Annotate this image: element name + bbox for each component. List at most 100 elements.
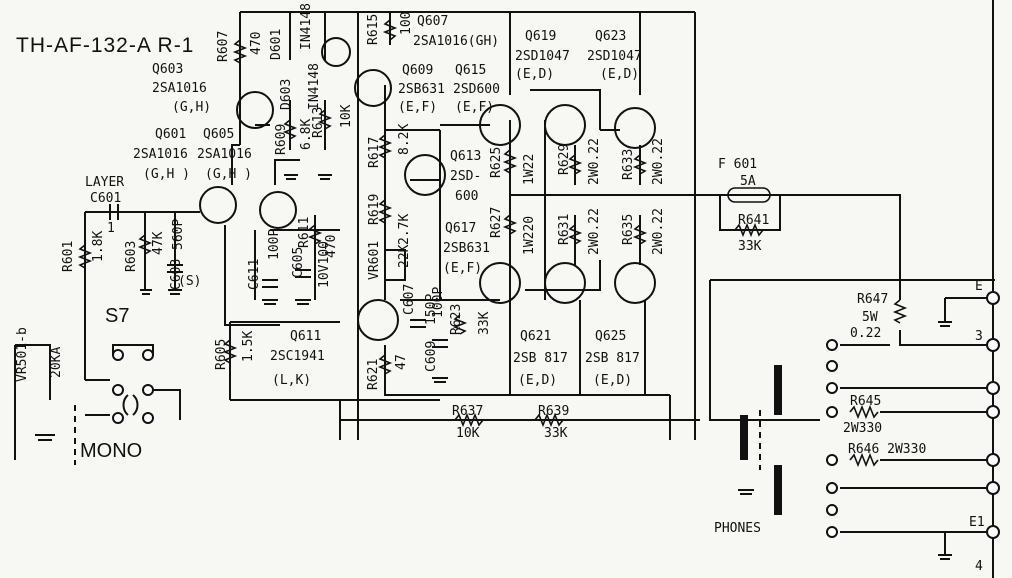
- q601-grade: (G,H ): [143, 167, 190, 182]
- q605-symbol: [259, 191, 297, 229]
- r639-value: 33K: [544, 426, 568, 441]
- s7-label: S7: [105, 305, 129, 327]
- r641-symbol: [734, 222, 764, 238]
- r617-value: 8.2K: [397, 124, 412, 155]
- r635-value: 2W0.22: [651, 208, 666, 255]
- r627-label: R627: [489, 207, 504, 238]
- q611-label: Q611: [290, 329, 321, 344]
- r619-value: 2.7K: [397, 214, 412, 245]
- r631-symbol: [567, 224, 583, 245]
- r609-label: R609: [274, 124, 289, 155]
- q609-type: 2SB631: [398, 82, 445, 97]
- r607-value: 470: [249, 32, 264, 55]
- r621-label: R621: [366, 359, 381, 390]
- vr601-label: VR601: [367, 241, 382, 280]
- r633-label: R633: [621, 149, 636, 180]
- r611-value: 470: [324, 235, 339, 258]
- q605-label: Q605: [203, 127, 234, 142]
- r635-symbol: [632, 224, 648, 245]
- c605-symbol: [295, 269, 311, 278]
- terminal-circles: [112, 291, 1000, 539]
- r623-value: 33K: [477, 311, 492, 335]
- r646-label: R646 2W330: [848, 442, 926, 457]
- r601-value: 1.8K: [91, 231, 106, 262]
- d603-value: IN4148: [307, 63, 322, 110]
- c607-value: 150P: [424, 294, 439, 325]
- c607-symbol: [410, 319, 426, 328]
- f601-value: 5A: [740, 174, 756, 189]
- q621-grade: (E,D): [518, 373, 557, 388]
- r619-symbol: [377, 199, 393, 224]
- c603-grade: (S): [178, 274, 201, 289]
- c601-label: C601: [90, 191, 121, 206]
- r627-symbol: [502, 214, 518, 235]
- vr501-label: VR501-b: [15, 327, 30, 382]
- c601-value: 1: [107, 221, 115, 236]
- q613-symbol: [404, 154, 446, 196]
- c609-value: 100P: [431, 287, 446, 318]
- r605-symbol: [222, 339, 238, 364]
- c609-label: C609: [424, 341, 439, 372]
- r601-label: R601: [61, 241, 76, 272]
- r645-value: 2W330: [843, 421, 882, 436]
- terminal-3: 3: [975, 329, 983, 344]
- labels: TH-AF-132-A R-1 Q603 2SA1016 (G,H) Q601 …: [15, 3, 985, 574]
- q617-symbol: [479, 262, 521, 304]
- transistor-symbols: [199, 37, 656, 341]
- r623-label: R623: [449, 304, 464, 335]
- r639-label: R639: [538, 404, 569, 419]
- r603-label: R603: [124, 241, 139, 272]
- c611-label: C611: [247, 259, 262, 290]
- ground-symbols: [35, 174, 952, 560]
- q617-type: 2SB631: [443, 241, 490, 256]
- q623-type: 2SD1047: [587, 49, 642, 64]
- r607-symbol: [232, 39, 248, 64]
- r609-value: 6.8K: [299, 119, 314, 150]
- r645-label: R645: [850, 394, 881, 409]
- q605-type: 2SA1016: [197, 147, 252, 162]
- r635-label: R635: [621, 214, 636, 245]
- r637-symbol: [454, 412, 484, 428]
- mono-label: MONO: [80, 440, 142, 462]
- q615-label: Q615: [455, 63, 486, 78]
- r609-symbol: [282, 119, 298, 140]
- s7-switch-symbol: [74, 344, 154, 465]
- q609-symbol: [354, 69, 392, 107]
- c605-value: 10V100: [317, 241, 332, 288]
- d603-label: D603: [279, 79, 294, 110]
- wires: [14, 0, 995, 578]
- r647-rating: 5W: [862, 310, 878, 325]
- phones-jack-symbol: [740, 365, 782, 515]
- vr501-value: 20KA: [49, 347, 64, 378]
- r631-label: R631: [557, 214, 572, 245]
- q615-type: 2SD600: [453, 82, 500, 97]
- r647-label: R647: [857, 292, 888, 307]
- r613-value: 10K: [339, 104, 354, 128]
- r617-label: R617: [367, 137, 382, 168]
- r625-label: R625: [489, 147, 504, 178]
- r611-label: R611: [297, 217, 312, 248]
- r641-label: R641: [738, 213, 769, 228]
- r601-symbol: [77, 244, 93, 269]
- q623-label: Q623: [595, 29, 626, 44]
- r603-value: 47K: [151, 231, 166, 255]
- r625-symbol: [502, 149, 518, 174]
- r605-value: 1.5K: [241, 331, 256, 362]
- terminal-e: E: [975, 279, 983, 294]
- r633-value: 2W0.22: [651, 138, 666, 185]
- q603-label: Q603: [152, 62, 183, 77]
- c603-label: C603: [169, 259, 184, 290]
- r631-value: 2W0.22: [587, 208, 602, 255]
- q625-symbol: [614, 262, 656, 304]
- c611-value: 100P: [267, 229, 282, 260]
- r625-value: 1W22: [522, 154, 537, 185]
- c607-label: C607: [402, 284, 417, 315]
- q621-label: Q621: [520, 329, 551, 344]
- r603-symbol: [137, 234, 153, 255]
- q615-grade: (E,F): [455, 100, 494, 115]
- q615-symbol: [479, 104, 521, 146]
- terminal-4: 4: [975, 559, 983, 574]
- q623-symbol: [614, 107, 656, 149]
- capacitor-symbols: [109, 204, 448, 348]
